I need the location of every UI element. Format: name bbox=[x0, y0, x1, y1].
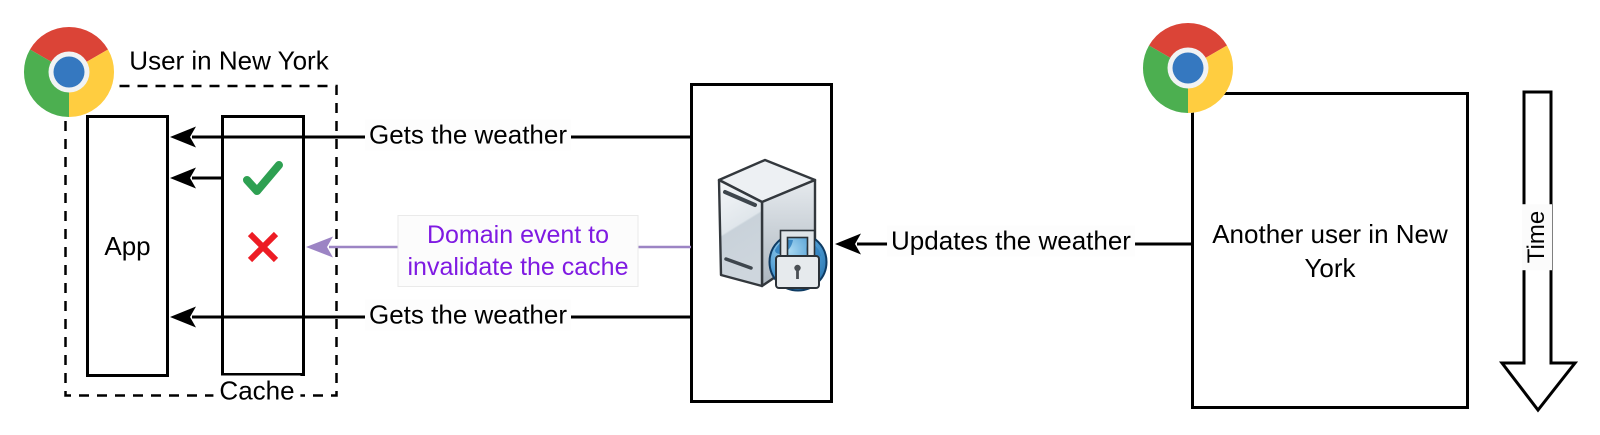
time-axis-label: Time bbox=[1522, 203, 1552, 271]
right-user-label-line1: Another user in New bbox=[1212, 218, 1448, 249]
arrowhead-left-icon bbox=[170, 167, 196, 189]
cache-label: Cache bbox=[213, 375, 301, 407]
chrome-browser-icon bbox=[23, 26, 115, 118]
gets-weather-top-label: Gets the weather bbox=[365, 119, 571, 151]
domain-event-label-line1: Domain event to bbox=[426, 221, 610, 249]
right-user-label-line2: York bbox=[1304, 252, 1356, 283]
domain-event-label: Domain event to invalidate the cache bbox=[397, 215, 639, 287]
arrowhead-left-icon bbox=[170, 126, 196, 148]
chrome-browser-icon bbox=[1142, 22, 1234, 114]
arrowhead-left-icon bbox=[835, 233, 861, 255]
app-box: App bbox=[86, 115, 169, 377]
gets-weather-bottom-label: Gets the weather bbox=[365, 299, 571, 331]
app-label: App bbox=[104, 231, 151, 261]
arrow-cache-to-app bbox=[170, 167, 221, 189]
arrowhead-purple-icon bbox=[306, 236, 333, 258]
check-icon bbox=[243, 161, 283, 195]
domain-event-label-line2: invalidate the cache bbox=[407, 253, 629, 281]
server-icon bbox=[717, 158, 828, 292]
cross-icon bbox=[247, 231, 279, 263]
right-user-box: Another user in New York bbox=[1191, 92, 1469, 409]
globe-lock-icon bbox=[768, 229, 828, 292]
left-user-label: User in New York bbox=[129, 45, 329, 76]
updates-weather-label: Updates the weather bbox=[887, 225, 1135, 257]
arrowhead-left-icon bbox=[170, 306, 196, 328]
